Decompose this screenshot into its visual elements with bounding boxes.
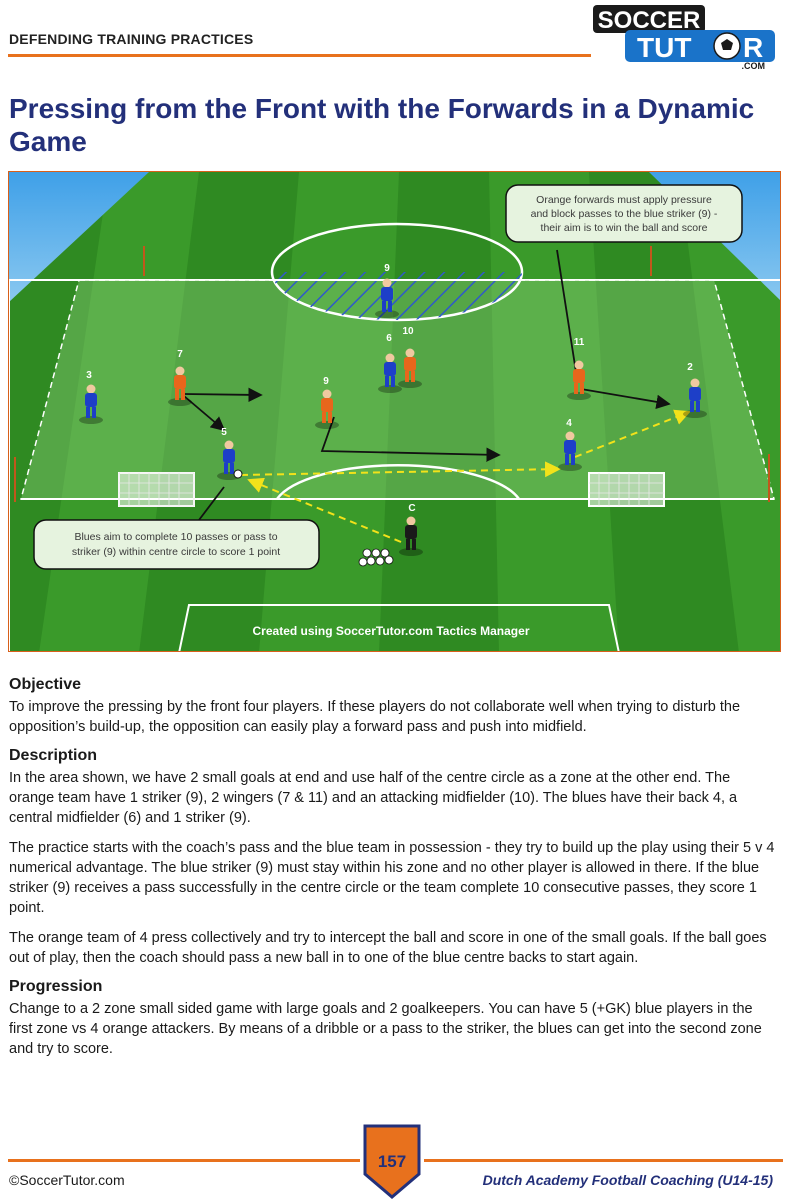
label-blue-2: 2 <box>687 362 693 373</box>
soccer-tutor-logo: SOCCER TUT R .COM <box>593 5 775 71</box>
content-body: Objective To improve the pressing by the… <box>9 676 779 1069</box>
description-heading: Description <box>9 747 98 764</box>
callout-bottom: Blues aim to complete 10 passes or pass … <box>33 519 320 570</box>
logo-dotcom: .COM <box>742 61 766 71</box>
player-blue-5 <box>217 440 243 480</box>
player-blue-3 <box>79 384 103 424</box>
page-title: Pressing from the Front with the Forward… <box>9 93 755 157</box>
progression-heading: Progression <box>9 978 103 995</box>
movement-arrows <box>183 249 671 521</box>
label-blue-9: 9 <box>384 263 390 274</box>
footer-rule-left <box>8 1159 360 1162</box>
label-orange-9: 9 <box>323 376 329 387</box>
footer-book-title: Dutch Academy Football Coaching (U14-15) <box>482 1172 773 1188</box>
label-orange-7: 7 <box>177 349 183 360</box>
label-blue-5: 5 <box>221 427 227 438</box>
tactics-diagram: 9 6 10 7 9 11 3 2 5 4 C Orange forwards … <box>8 171 781 652</box>
small-goal-left <box>118 472 195 507</box>
description-paragraph: In the area shown, we have 2 small goals… <box>9 770 738 826</box>
objective-heading: Objective <box>9 676 82 693</box>
diagram-credit: Created using SoccerTutor.com Tactics Ma… <box>253 624 530 638</box>
svg-text:Orange forwards must apply pre: Orange forwards must apply pressure <box>536 194 712 206</box>
player-orange-10 <box>398 348 422 388</box>
page-number-badge: 157 <box>363 1124 421 1199</box>
striker-zone <box>272 272 522 320</box>
label-orange-11: 11 <box>574 337 585 348</box>
header-rule <box>8 54 591 57</box>
callout-top: Orange forwards must apply pressure and … <box>505 184 743 243</box>
player-orange-7 <box>168 366 192 406</box>
player-blue-9 <box>375 278 399 318</box>
svg-text:Blues aim to complete 10 passe: Blues aim to complete 10 passes or pass … <box>74 531 277 543</box>
description-paragraph: The orange team of 4 press collectively … <box>9 930 767 966</box>
objective-section: Objective To improve the pressing by the… <box>9 676 779 737</box>
player-blue-6 <box>378 353 402 393</box>
ball-pile <box>358 548 394 567</box>
progression-text: Change to a 2 zone small sided game with… <box>9 1001 762 1057</box>
logo-word-soccer: SOCCER <box>598 7 701 34</box>
player-blue-2 <box>683 378 707 418</box>
label-orange-10: 10 <box>402 326 414 337</box>
svg-text:their aim is to win the ball a: their aim is to win the ball and score <box>541 222 708 234</box>
logo-word-tutor: TUT <box>637 32 691 63</box>
svg-text:and block passes to the blue s: and block passes to the blue striker (9)… <box>531 208 718 220</box>
page-number: 157 <box>378 1152 406 1171</box>
pass-lines <box>240 409 691 543</box>
small-goal-right <box>588 472 665 507</box>
training-area <box>21 280 774 499</box>
svg-text:striker (9) within centre circ: striker (9) within centre circle to scor… <box>72 546 280 558</box>
label-blue-6: 6 <box>386 333 392 344</box>
player-orange-11 <box>567 360 591 400</box>
label-blue-3: 3 <box>86 370 92 381</box>
label-coach: C <box>408 503 415 514</box>
footer-copyright: ©SoccerTutor.com <box>9 1172 125 1188</box>
section-header: DEFENDING TRAINING PRACTICES <box>9 31 254 47</box>
coach <box>399 516 423 556</box>
logo-letter-r: R <box>743 32 763 63</box>
footer-rule-right <box>424 1159 783 1162</box>
label-blue-4: 4 <box>566 418 572 429</box>
progression-section: Progression Change to a 2 zone small sid… <box>9 978 779 1059</box>
player-blue-4 <box>558 431 582 471</box>
objective-text: To improve the pressing by the front fou… <box>9 699 741 735</box>
description-section: Description In the area shown, we have 2… <box>9 747 779 968</box>
player-orange-9 <box>315 389 339 429</box>
description-paragraph: The practice starts with the coach’s pas… <box>9 840 775 916</box>
stand-left <box>9 172 149 302</box>
